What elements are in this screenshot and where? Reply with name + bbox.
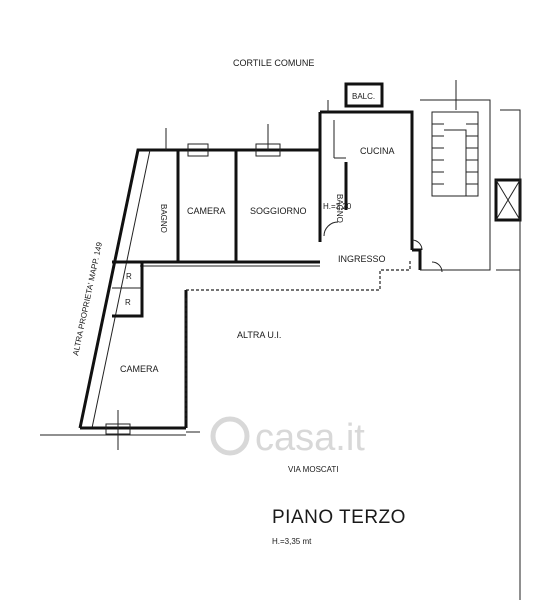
- label-altra-ui: ALTRA U.I.: [237, 330, 281, 340]
- label-soggiorno: SOGGIORNO: [250, 206, 307, 216]
- label-bagno-small: BAGNO: [335, 194, 344, 223]
- label-cucina: CUCINA: [360, 146, 395, 156]
- label-cortile: CORTILE COMUNE: [233, 58, 314, 68]
- floor-title: PIANO TERZO: [272, 507, 406, 528]
- label-camera-top: CAMERA: [187, 206, 226, 216]
- label-via: VIA MOSCATI: [288, 465, 339, 474]
- stair-treads: [432, 123, 478, 185]
- label-ingresso: INGRESSO: [338, 254, 386, 264]
- label-balcony: BALC.: [352, 92, 375, 101]
- label-closet-r2: R: [125, 298, 131, 307]
- watermark-text: casa.it: [255, 417, 365, 459]
- floor-height: H.=3,35 mt: [272, 537, 312, 546]
- label-closet-r1: R: [126, 272, 132, 281]
- label-camera-bottom: CAMERA: [120, 364, 159, 374]
- label-height-room: H.=3,20: [323, 202, 352, 211]
- watermark: casa.it: [210, 416, 365, 459]
- walls: [40, 80, 522, 600]
- watermark-logo-icon: [210, 416, 250, 456]
- label-bagno-left: BAGNO: [159, 204, 168, 233]
- floor-title-block: PIANO TERZO H.=3,35 mt: [272, 507, 406, 546]
